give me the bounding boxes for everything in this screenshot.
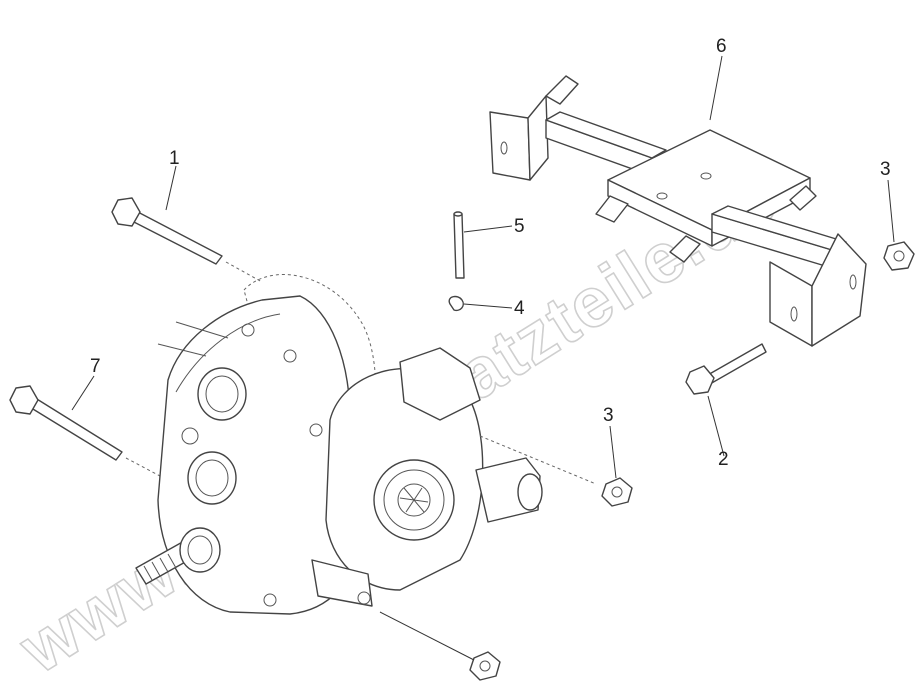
bolt-1 (111, 197, 263, 283)
pin (453, 211, 465, 279)
callout-3-middle: 3 (603, 405, 614, 426)
callout-4: 4 (514, 298, 525, 319)
mounting-bracket (489, 75, 867, 347)
callout-1: 1 (169, 148, 180, 169)
nut-middle (601, 477, 633, 507)
nut-right (883, 241, 915, 271)
leader-lines (71, 55, 895, 479)
callout-5: 5 (514, 216, 525, 237)
clip (448, 295, 464, 312)
callout-7: 7 (90, 356, 101, 377)
bolt-2 (685, 343, 767, 395)
callout-3-right: 3 (880, 159, 891, 180)
bolt-7 (9, 385, 161, 477)
nut-bottom (379, 611, 501, 681)
callout-2: 2 (718, 449, 729, 470)
gearbox-assembly (135, 274, 597, 615)
callout-6: 6 (716, 36, 727, 57)
